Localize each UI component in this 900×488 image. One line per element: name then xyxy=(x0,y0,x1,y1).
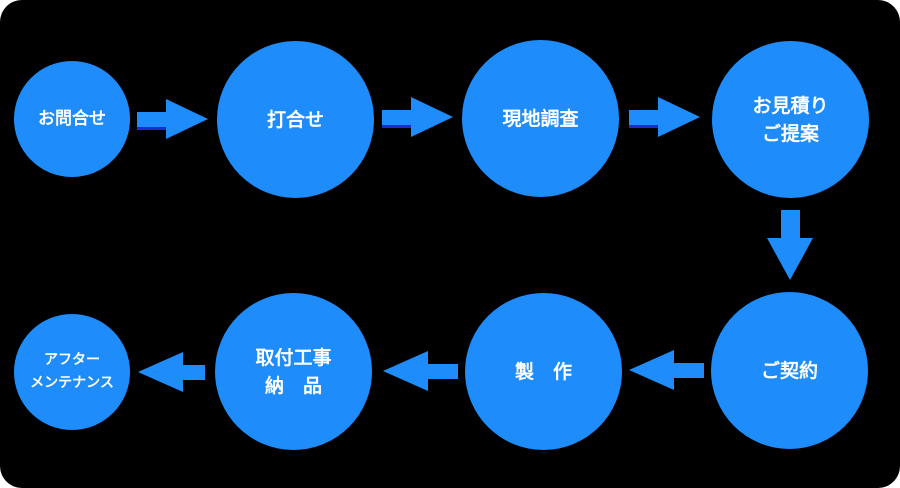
step-label: 取付工事 xyxy=(255,346,332,369)
step-label: 打合せ xyxy=(266,108,324,131)
arrow-site-survey-to-estimate xyxy=(629,97,700,137)
step-label: お問合せ xyxy=(38,108,106,129)
step-label: ご契約 xyxy=(760,359,818,382)
step-label: メンテナンス xyxy=(30,375,114,391)
arrow-stem xyxy=(674,362,704,378)
step-circle-inquiry: お問合せ xyxy=(14,61,130,177)
arrow-head-left-icon xyxy=(138,352,183,392)
arrow-contract-to-production xyxy=(629,350,704,390)
arrow-stem xyxy=(629,109,658,125)
arrow-stem xyxy=(183,364,205,380)
step-circle-site-survey: 現地調査 xyxy=(462,40,619,197)
step-label: 現地調査 xyxy=(502,107,579,130)
step-circle-contract: ご契約 xyxy=(711,292,868,449)
arrow-head-right-icon xyxy=(658,97,700,137)
arrow-head-left-icon xyxy=(383,351,428,391)
arrow-head-right-icon xyxy=(166,99,208,139)
arrow-head-right-icon xyxy=(411,97,453,137)
arrow-installation-to-after-maintenance xyxy=(138,352,205,392)
step-circle-meeting: 打合せ xyxy=(217,41,374,198)
arrow-head-down-icon xyxy=(767,238,813,280)
step-circle-production: 製 作 xyxy=(465,293,622,450)
arrow-stem xyxy=(137,111,166,127)
arrow-production-to-installation xyxy=(383,351,458,391)
arrow-stem xyxy=(382,109,411,125)
arrow-stem xyxy=(428,363,458,379)
step-label: ご提案 xyxy=(761,122,819,145)
arrow-head-left-icon xyxy=(629,350,674,390)
step-circle-estimate-proposal: お見積り ご提案 xyxy=(712,41,869,198)
arrow-inquiry-to-meeting xyxy=(137,99,208,139)
step-label: 製 作 xyxy=(514,360,572,383)
arrow-meeting-to-site-survey xyxy=(382,97,453,137)
step-circle-installation-delivery: 取付工事 納 品 xyxy=(215,293,372,450)
arrow-stem xyxy=(780,210,800,238)
step-label: 納 品 xyxy=(264,374,322,397)
step-label: アフター xyxy=(44,352,100,368)
step-label: お見積り xyxy=(752,94,829,117)
arrow-estimate-to-contract xyxy=(767,210,813,280)
step-circle-after-maintenance: アフター メンテナンス xyxy=(14,314,130,430)
